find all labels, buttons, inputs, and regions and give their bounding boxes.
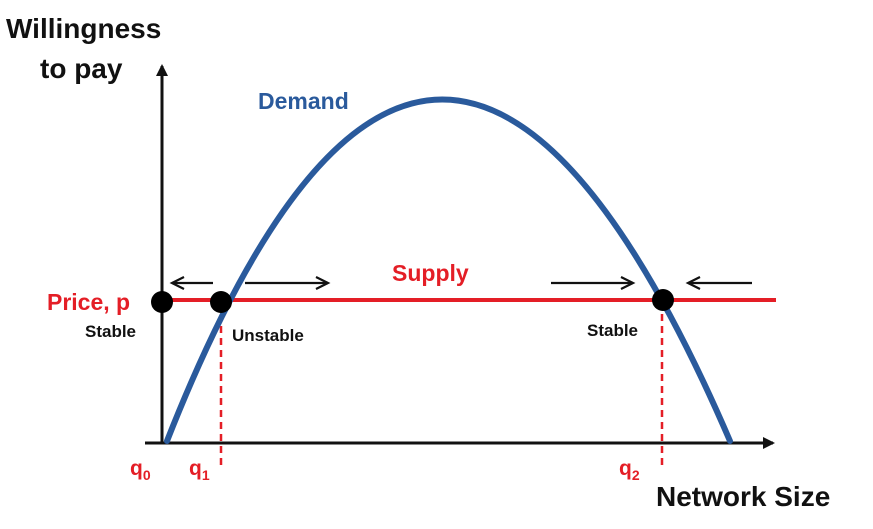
q0-stability-label: Stable <box>85 322 136 341</box>
q1-base: q <box>189 457 202 480</box>
q2-stability-label: Stable <box>587 321 638 340</box>
q2-label: q2 <box>619 457 640 483</box>
q2-base: q <box>619 457 632 480</box>
equilibrium-point-q2 <box>652 289 674 311</box>
supply-label: Supply <box>392 260 469 286</box>
equilibrium-point-q0 <box>151 291 173 313</box>
equilibrium-point-q1 <box>210 291 232 313</box>
q1-sub: 1 <box>202 467 210 483</box>
y-axis-title-line1: Willingness <box>6 13 161 44</box>
q0-base: q <box>130 457 143 480</box>
q1-label: q1 <box>189 457 210 483</box>
q0-sub: 0 <box>143 467 151 483</box>
q0-label: q0 <box>130 457 151 483</box>
q2-sub: 2 <box>632 467 640 483</box>
y-axis-title-line2: to pay <box>40 53 123 84</box>
price-label: Price, p <box>47 289 130 315</box>
demand-label: Demand <box>258 88 349 114</box>
q1-stability-label: Unstable <box>232 326 304 345</box>
demand-curve <box>164 96 733 444</box>
x-axis-title: Network Size <box>656 481 830 512</box>
